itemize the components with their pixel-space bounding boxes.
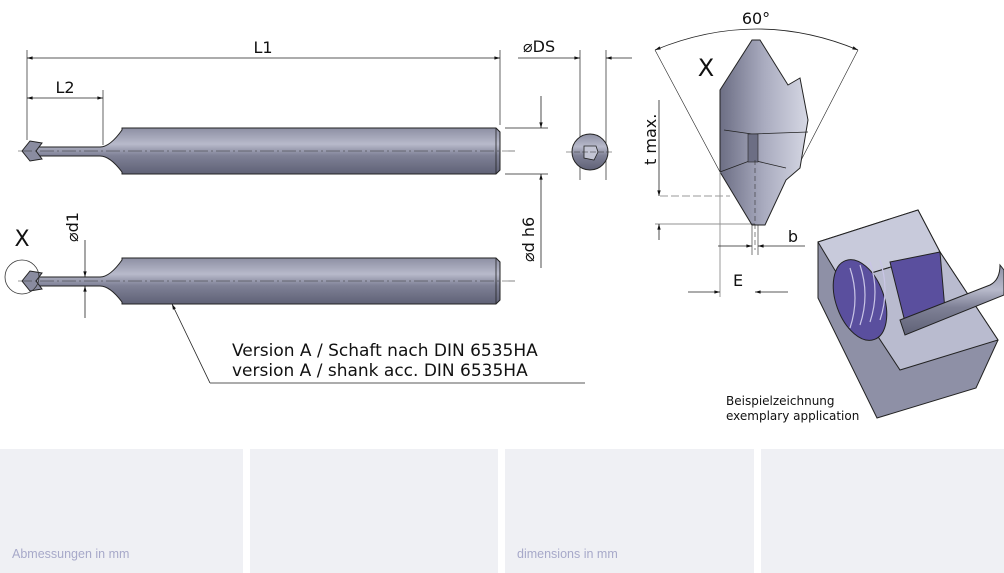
- version-note: Version A / Schaft nach DIN 6535HA versi…: [171, 303, 585, 384]
- label-d1: ⌀d1: [63, 212, 82, 242]
- detail-x-label: X: [698, 54, 714, 82]
- technical-drawing: L1 L2 ⌀DS ⌀d h6 X ⌀d1: [4, 9, 1004, 423]
- info-panel-3: dimensions in mm: [505, 449, 754, 573]
- units-label-en: dimensions in mm: [517, 547, 618, 561]
- label-E: E: [733, 271, 743, 290]
- info-panel-4: [761, 449, 1004, 573]
- label-b: b: [788, 227, 798, 246]
- example-text-de: Beispielzeichnung: [726, 394, 835, 408]
- dimension-L1: L1: [26, 38, 501, 140]
- label-d-h6: ⌀d h6: [519, 217, 538, 262]
- info-panel-1: Abmessungen in mm: [0, 449, 243, 573]
- version-text-en: version A / shank acc. DIN 6535HA: [232, 361, 528, 381]
- detail-marker-x: X: [14, 227, 29, 252]
- dimension-d-h6: ⌀d h6: [505, 96, 548, 268]
- info-panel-2: [250, 449, 498, 573]
- version-text-de: Version A / Schaft nach DIN 6535HA: [232, 341, 538, 361]
- label-t-max: t max.: [641, 114, 660, 165]
- dimension-L2: L2: [27, 78, 104, 145]
- tool-side-view-top: [18, 127, 515, 175]
- label-DS: ⌀DS: [523, 37, 555, 56]
- detail-view-x: 60° X t max. b E: [641, 9, 859, 297]
- dimension-d1: ⌀d1: [60, 212, 95, 318]
- tool-end-view: ⌀DS: [518, 37, 632, 180]
- tool-side-view-bottom: X: [4, 227, 515, 305]
- label-angle: 60°: [742, 9, 770, 28]
- example-text-en: exemplary application: [726, 409, 859, 423]
- units-label-de: Abmessungen in mm: [12, 547, 130, 561]
- example-application-illustration: Beispielzeichnung exemplary application: [726, 209, 1004, 423]
- label-L2: L2: [55, 78, 74, 97]
- label-L1: L1: [253, 38, 272, 57]
